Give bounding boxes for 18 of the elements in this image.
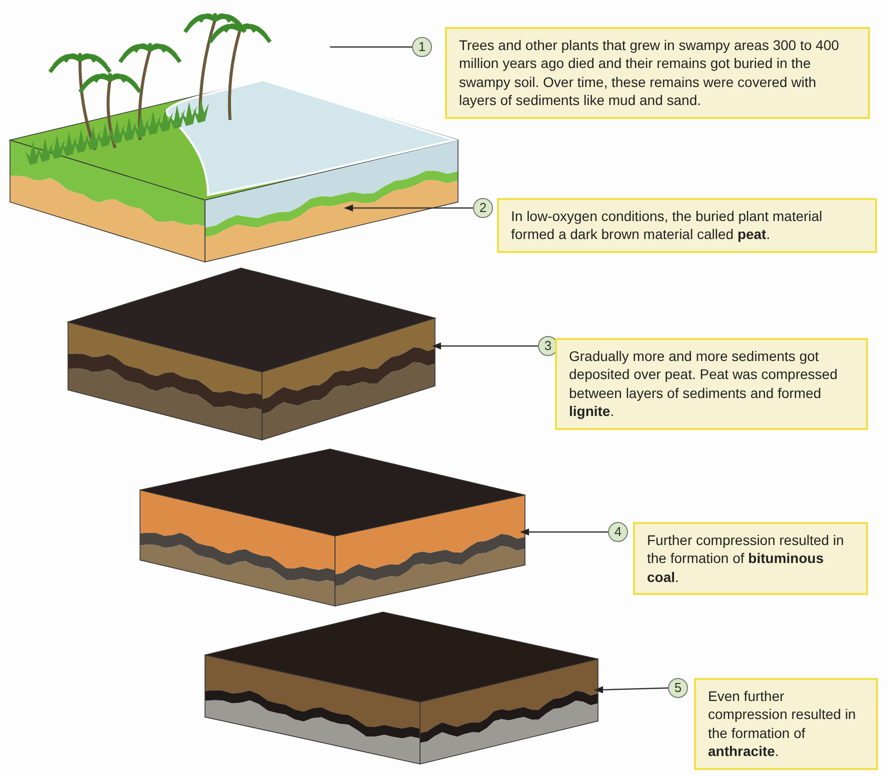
leader-line bbox=[330, 46, 412, 48]
rock-layers-block-drawing bbox=[66, 268, 436, 441]
description-text: Even further compression resulted in the formation of anthracite. bbox=[708, 687, 857, 761]
callout-number: 2 bbox=[473, 198, 493, 218]
description-text: In low-oxygen conditions, the buried plant material formed a dark brown material called peat. bbox=[511, 207, 824, 244]
callout-number: 1 bbox=[412, 37, 432, 57]
rock-layers-block-drawing bbox=[204, 612, 598, 764]
description-text: Further compression resulted in the formation of bituminous coal. bbox=[647, 531, 845, 586]
arrow bbox=[594, 686, 668, 694]
arrow bbox=[344, 204, 473, 212]
rock-layers-block-drawing bbox=[140, 448, 526, 606]
callout-number: 4 bbox=[608, 522, 628, 542]
description-text: Trees and other plants that grew in swampy areas 300 to 400 million years ago died and their remains got buried in the swampy soil. Over time, these remains were covered with layers of sediments like mud and sand. bbox=[459, 36, 840, 110]
callout-number: 5 bbox=[668, 678, 688, 698]
swamp-block-drawing bbox=[8, 13, 460, 263]
description-text: Gradually more and more sediments got deposited over peat. Peat was compressed between layers of sediments and formed lignite. bbox=[569, 347, 838, 421]
arrow bbox=[432, 342, 538, 350]
arrow bbox=[520, 528, 608, 536]
